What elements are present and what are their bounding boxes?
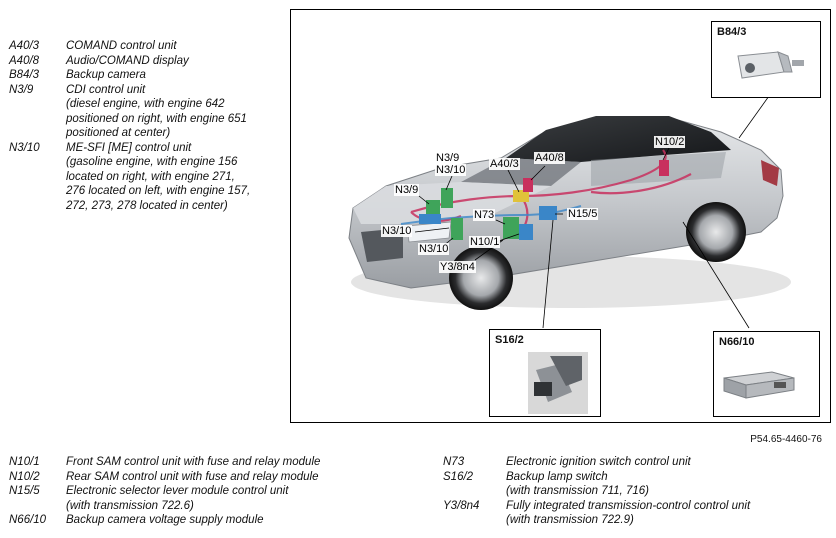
legend-description: Audio/COMAND display — [66, 54, 189, 67]
wiring-harness — [410, 149, 692, 237]
inset-switch: S16/2 — [489, 329, 601, 417]
legend-description: Fully integrated transmission-control co… — [506, 499, 751, 512]
legend-entry: A40/3 COMAND control unit — [9, 39, 279, 54]
legend-code: N10/1 — [9, 456, 40, 468]
module-n3-10-left — [451, 218, 463, 240]
legend-description: ME-SFI [ME] control unit — [66, 141, 192, 154]
legend-entry: N15/5 Electronic selector lever module co… — [9, 484, 429, 513]
legend-bottom-left-list: N10/1 Front SAM control unit with fuse an… — [9, 455, 429, 528]
inset-module-label: N66/10 — [719, 336, 755, 348]
legend-description: Electronic ignition switch control unit — [506, 456, 691, 468]
legend-description: Backup camera — [66, 69, 146, 81]
callout-n10-2: N10/2 — [654, 136, 686, 148]
callout-lines — [414, 81, 780, 329]
callout-n10-1: N10/1 — [469, 236, 501, 248]
legend-entry: N66/10 Backup camera voltage supply modul… — [9, 513, 429, 528]
legend-code: B84/3 — [9, 69, 40, 81]
legend-description: located on right, with engine 271, — [66, 170, 235, 183]
legend-description: positioned at center) — [66, 127, 171, 139]
vehicle-diagram: B84/3 S16/2 N66/10 N3/9 N3/10 A40/3 A40/… — [290, 9, 831, 423]
legend-description: CDI control unit — [66, 83, 146, 96]
legend-description: COMAND control unit — [66, 40, 177, 52]
callout-y3-8n4: Y3/8n4 — [439, 261, 476, 273]
legend-entry: N10/2 Rear SAM control unit with fuse and… — [9, 470, 429, 485]
legend-entry: A40/8 Audio/COMAND display — [9, 54, 279, 69]
legend-code: N10/2 — [9, 470, 40, 483]
legend-description: Rear SAM control unit with fuse and rela… — [66, 470, 319, 483]
module-a40-3 — [513, 190, 529, 202]
module-n10-1 — [519, 224, 533, 240]
callout-n3-10-bottom: N3/10 — [418, 243, 450, 255]
legend-entry: B84/3 Backup camera — [9, 68, 279, 83]
callout-n3-10-top: N3/10 — [435, 164, 467, 176]
legend-description: (gasoline engine, with engine 156 — [66, 156, 238, 168]
legend-bottom-right-list: N73 Electronic ignition switch control un… — [443, 455, 833, 528]
callout-n15-5: N15/5 — [567, 208, 599, 220]
inset-module: N66/10 — [713, 331, 820, 417]
car-side-glass — [591, 152, 726, 186]
legend-description: Electronic selector lever module control… — [66, 485, 289, 497]
callout-a40-3: A40/3 — [489, 158, 520, 170]
legend-code: N73 — [443, 456, 465, 468]
legend-code: N15/5 — [9, 485, 40, 497]
legend-description: 276 located on left, with engine 157, — [66, 185, 251, 197]
inset-switch-label: S16/2 — [495, 334, 524, 346]
car-taillight — [761, 160, 779, 186]
legend-description: Backup camera voltage supply module — [66, 514, 264, 526]
voltage-module-icon — [723, 371, 795, 399]
legend-code: A40/8 — [9, 54, 40, 67]
legend-code: Y3/8n4 — [443, 499, 480, 512]
legend-entry: N73 Electronic ignition switch control un… — [443, 455, 833, 470]
callout-n73: N73 — [473, 209, 496, 221]
legend-description: 272, 273, 278 located in center) — [66, 199, 228, 212]
module-n15-5 — [539, 206, 557, 220]
legend-code: N3/9 — [9, 83, 34, 96]
legend-description: (with transmission 722.9) — [506, 514, 634, 526]
camera-icon — [737, 51, 804, 79]
car-windshield — [461, 158, 581, 186]
legend-description: (with transmission 711, 716) — [506, 485, 649, 497]
legend-entry: N3/9 CDI control unit (diesel engine, with… — [9, 83, 279, 141]
module-n73 — [503, 217, 519, 239]
legend-entry: N3/10 ME-SFI [ME] control unit (gasoline e… — [9, 141, 279, 214]
legend-description: Backup lamp switch — [506, 470, 608, 483]
module-n3-10-center — [441, 188, 453, 208]
callout-a40-8: A40/8 — [534, 152, 565, 164]
callout-n3-9-top: N3/9 — [435, 152, 461, 164]
legend-description: (with transmission 722.6) — [66, 499, 194, 512]
legend-entry: N10/1 Front SAM control unit with fuse an… — [9, 455, 429, 470]
legend-description: Front SAM control unit with fuse and rel… — [66, 456, 321, 468]
module-a40-8 — [523, 178, 533, 192]
module-n3-9-left — [426, 200, 440, 216]
car-illustration — [348, 81, 791, 329]
inset-camera-label: B84/3 — [717, 26, 747, 38]
rear-wheel — [686, 202, 746, 262]
legend-code: A40/3 — [9, 40, 40, 52]
legend-description: positioned on right, with engine 651 — [66, 112, 247, 125]
inset-camera: B84/3 — [711, 21, 821, 98]
callout-n3-10-left: N3/10 — [381, 225, 413, 237]
legend-entry: Y3/8n4 Fully integrated transmission-cont… — [443, 499, 833, 528]
module-front-blue — [419, 214, 441, 224]
switch-icon — [528, 352, 588, 414]
car-roof — [506, 116, 731, 162]
module-n10-2 — [659, 160, 669, 176]
legend-description: (diesel engine, with engine 642 — [66, 98, 225, 110]
legend-code: N66/10 — [9, 514, 47, 526]
callout-n3-9-left: N3/9 — [394, 184, 420, 196]
legend-code: N3/10 — [9, 141, 40, 154]
legend-entry: S16/2 Backup lamp switch (with transmissio… — [443, 470, 833, 499]
legend-code: S16/2 — [443, 470, 474, 483]
reference-code: P54.65-4460-76 — [750, 434, 822, 445]
